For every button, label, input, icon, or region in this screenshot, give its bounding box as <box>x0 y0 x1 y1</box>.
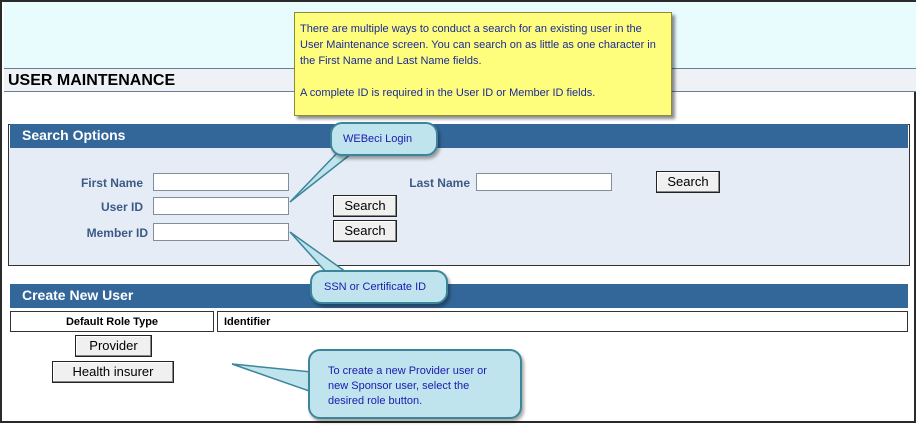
last-name-input[interactable] <box>476 173 612 191</box>
provider-button[interactable]: Provider <box>75 335 152 357</box>
name-search-button[interactable]: Search <box>656 171 720 193</box>
last-name-label: Last Name <box>409 176 470 190</box>
ssn-callout-pointer <box>289 231 349 273</box>
first-name-label: First Name <box>80 176 143 190</box>
role-type-column-header: Default Role Type <box>10 311 214 332</box>
first-name-input[interactable] <box>153 173 289 191</box>
search-options-header: Search Options <box>10 124 908 148</box>
create-new-user-header: Create New User <box>10 284 908 308</box>
user-id-input[interactable] <box>153 197 289 215</box>
ssn-certificate-callout: SSN or Certificate ID <box>310 270 448 304</box>
instruction-note-text: There are multiple ways to conduct a sea… <box>300 23 656 67</box>
user-id-search-button[interactable]: Search <box>333 195 397 217</box>
create-callout-pointer <box>231 363 313 394</box>
webeci-login-callout: WEBeci Login <box>330 122 438 156</box>
member-id-search-button[interactable]: Search <box>333 220 397 242</box>
webeci-callout-pointer <box>289 149 359 203</box>
create-user-callout: To create a new Provider user or new Spo… <box>308 349 522 419</box>
user-id-label: User ID <box>100 200 143 214</box>
instruction-note-id-text: A complete ID is required in the User ID… <box>300 87 596 99</box>
page-title: USER MAINTENANCE <box>8 72 176 89</box>
instruction-note: There are multiple ways to conduct a sea… <box>294 12 672 116</box>
member-id-input[interactable] <box>153 223 289 241</box>
health-insurer-button[interactable]: Health insurer <box>52 361 174 383</box>
identifier-column-header: Identifier <box>217 311 908 332</box>
member-id-label: Member ID <box>86 226 148 240</box>
